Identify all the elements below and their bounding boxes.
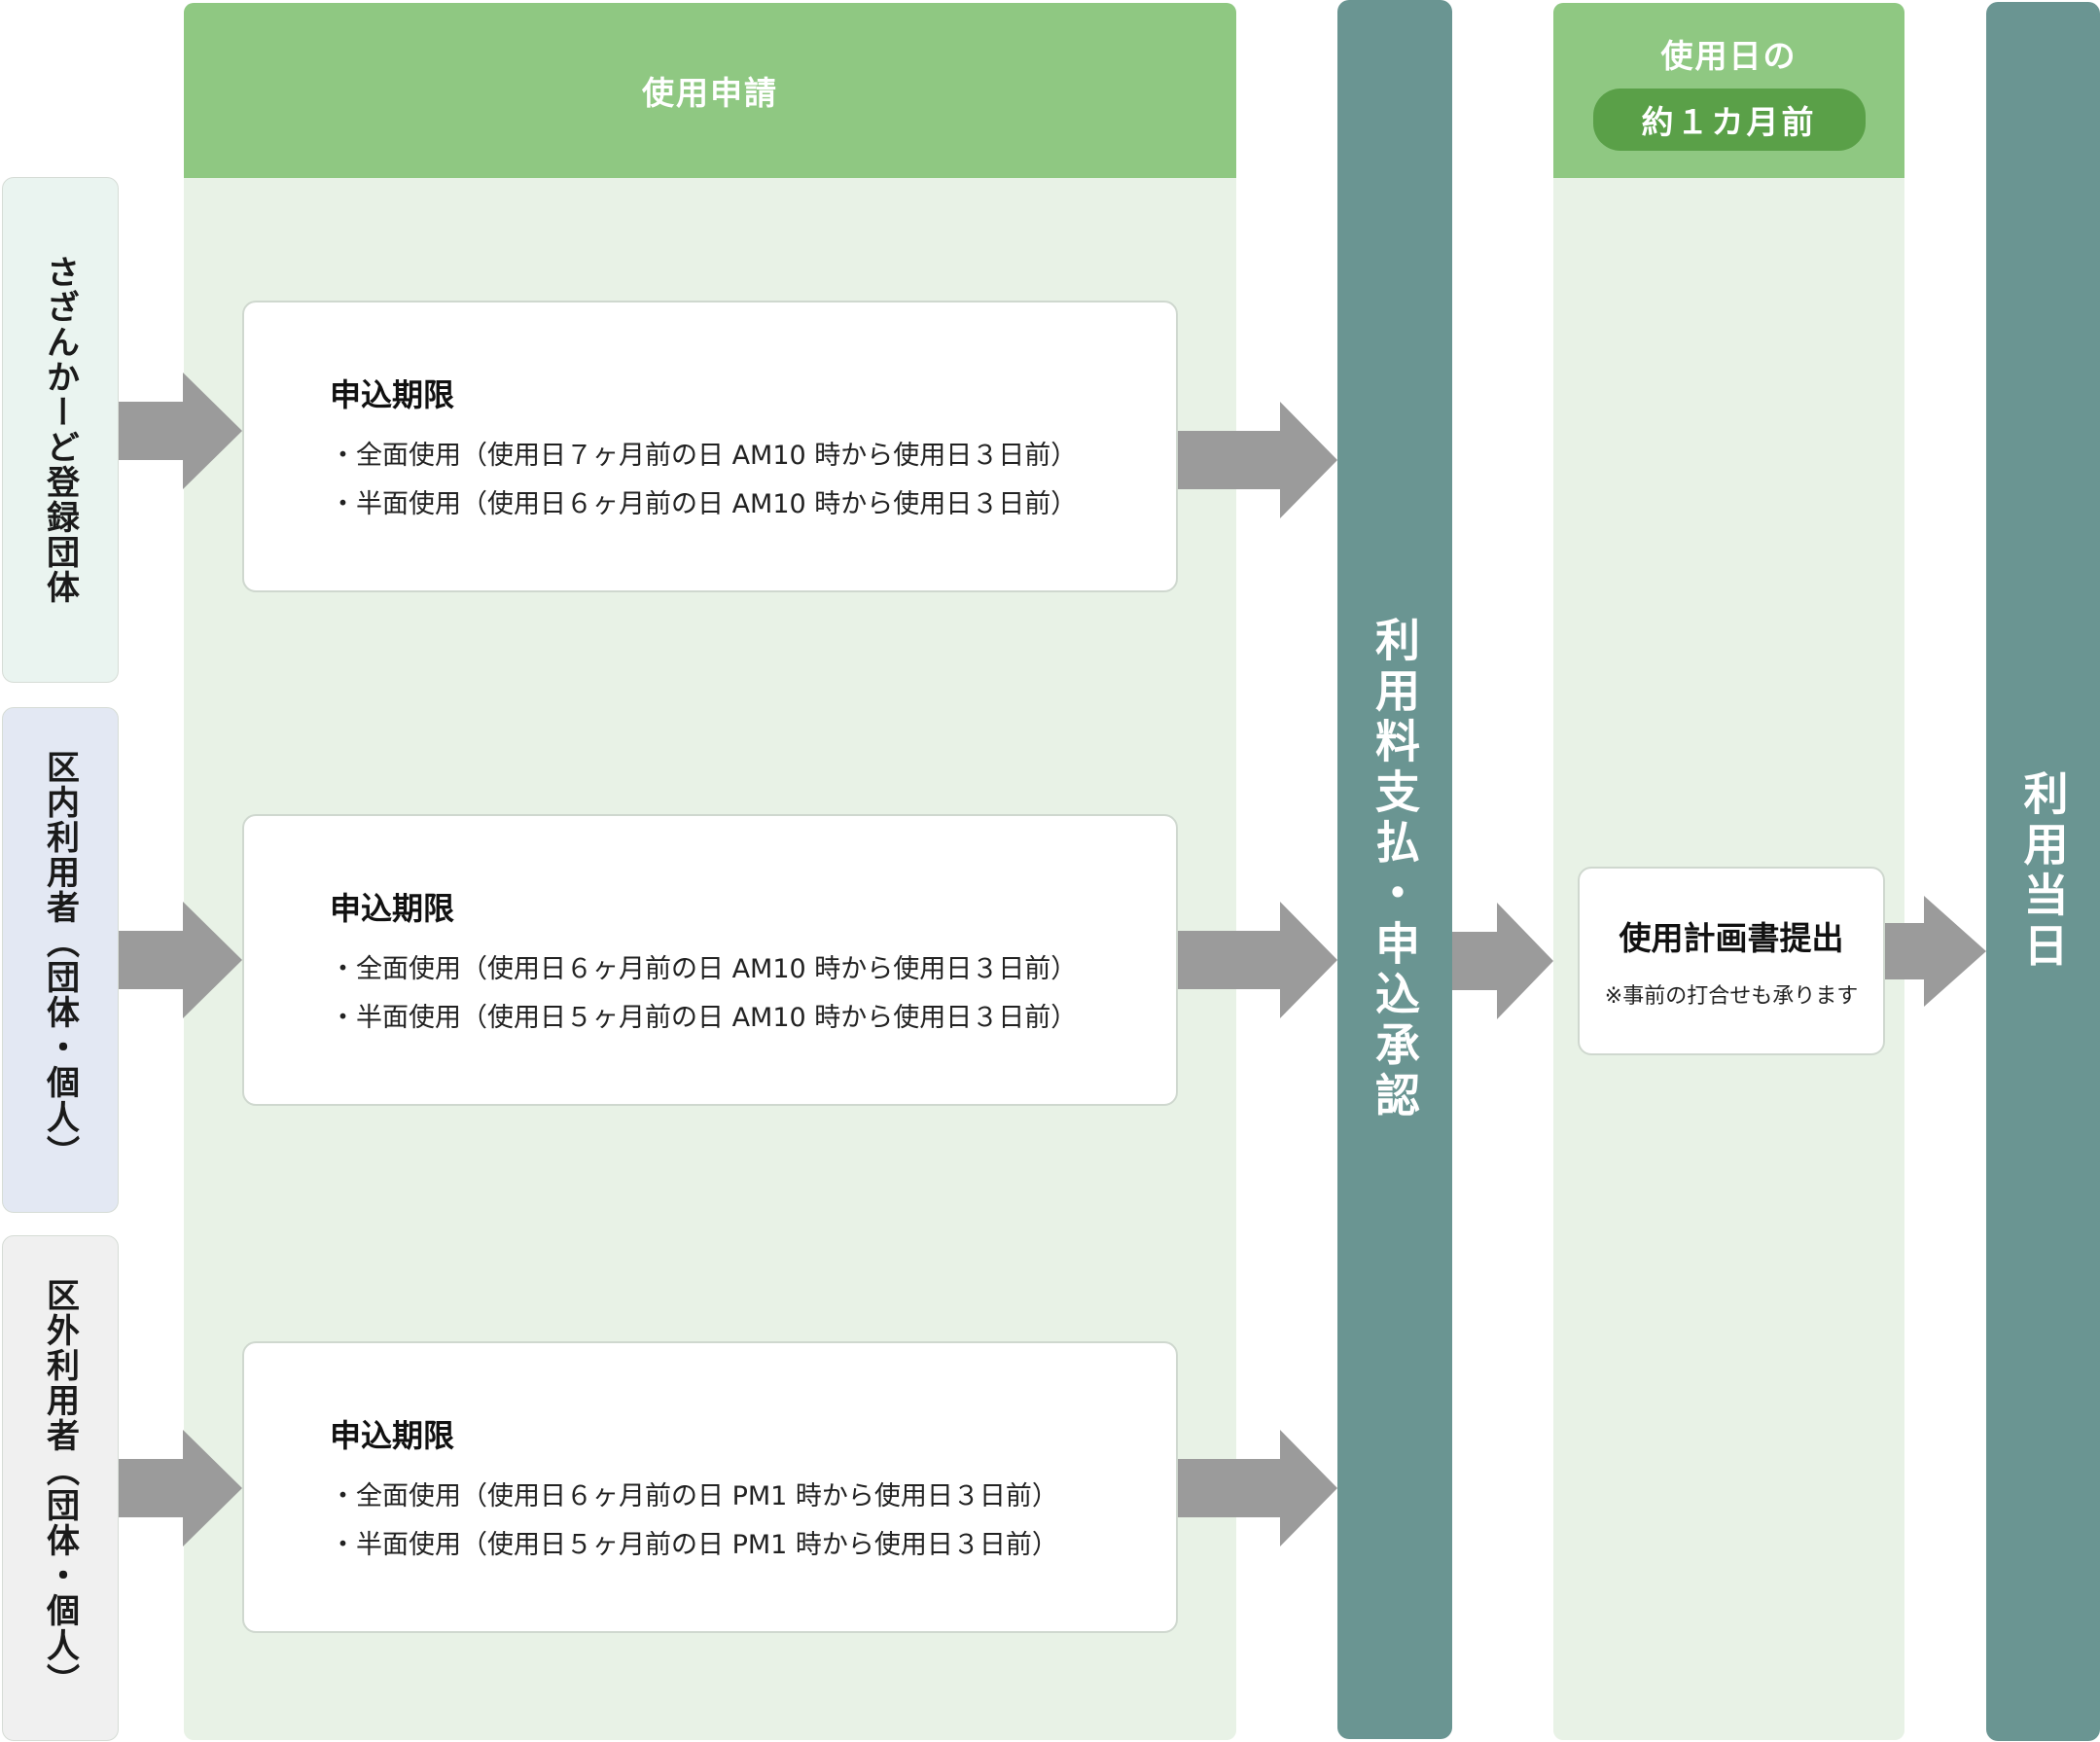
plan-lane-header: 使用日の 約１カ月前 xyxy=(1553,3,1904,178)
application-lane-header: 使用申請 xyxy=(184,3,1236,178)
category-label: さざんかーど登録団体 xyxy=(40,255,80,605)
deadline-card-ward: 申込期限 ・全面使用（使用日６ヶ月前の日 AM10 時から使用日３日前） ・半面… xyxy=(242,814,1178,1106)
category-registered-groups: さざんかーど登録団体 xyxy=(2,177,119,683)
plan-lane-title: 使用日の xyxy=(1660,37,1797,75)
deadline-title: 申込期限 xyxy=(330,1417,455,1454)
payment-approval-label: 利用料支払・申込承認 xyxy=(1369,617,1421,1122)
deadline-line-full: ・全面使用（使用日６ヶ月前の日 AM10 時から使用日３日前） xyxy=(330,954,1078,984)
arrow-right-icon xyxy=(119,902,242,1018)
deadline-title: 申込期限 xyxy=(330,890,455,927)
payment-approval-bar: 利用料支払・申込承認 xyxy=(1337,0,1452,1739)
plan-submission-card: 使用計画書提出 ※事前の打合せも承ります xyxy=(1578,867,1885,1055)
arrow-right-icon xyxy=(1452,903,1553,1019)
plan-submission-title: 使用計画書提出 xyxy=(1619,919,1844,957)
arrow-right-icon xyxy=(119,373,242,489)
application-lane-title: 使用申請 xyxy=(642,74,778,112)
deadline-card-registered: 申込期限 ・全面使用（使用日７ヶ月前の日 AM10 時から使用日３日前） ・半面… xyxy=(242,301,1178,592)
deadline-line-half: ・半面使用（使用日５ヶ月前の日 AM10 時から使用日３日前） xyxy=(330,1003,1078,1033)
usage-day-label: 利用当日 xyxy=(2016,770,2070,973)
deadline-line-full: ・全面使用（使用日６ヶ月前の日 PM1 時から使用日３日前） xyxy=(330,1481,1058,1511)
deadline-card-nonresident: 申込期限 ・全面使用（使用日６ヶ月前の日 PM1 時から使用日３日前） ・半面使… xyxy=(242,1341,1178,1633)
category-ward-residents: 区内利用者（団体・個人） xyxy=(2,707,119,1213)
category-non-residents: 区外利用者（団体・個人） xyxy=(2,1235,119,1741)
arrow-right-icon xyxy=(119,1430,242,1546)
arrow-right-icon xyxy=(1178,402,1337,518)
arrow-right-icon xyxy=(1178,1430,1337,1546)
deadline-line-half: ・半面使用（使用日５ヶ月前の日 PM1 時から使用日３日前） xyxy=(330,1530,1058,1560)
deadline-line-full: ・全面使用（使用日７ヶ月前の日 AM10 時から使用日３日前） xyxy=(330,441,1078,471)
usage-day-bar: 利用当日 xyxy=(1986,2,2100,1741)
category-label: 区内利用者（団体・個人） xyxy=(40,750,80,1170)
deadline-title: 申込期限 xyxy=(330,376,455,413)
category-label: 区外利用者（団体・個人） xyxy=(40,1278,80,1698)
deadline-line-half: ・半面使用（使用日６ヶ月前の日 AM10 時から使用日３日前） xyxy=(330,489,1078,519)
timing-pill: 約１カ月前 xyxy=(1592,89,1866,151)
plan-submission-note: ※事前の打合せも承ります xyxy=(1604,984,1859,1009)
arrow-right-icon xyxy=(1885,896,1986,1007)
arrow-right-icon xyxy=(1178,902,1337,1018)
